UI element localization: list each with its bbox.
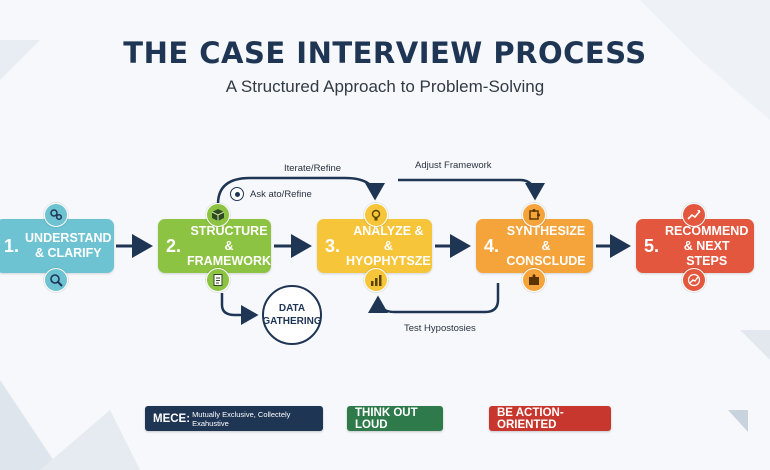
- step-structure: 2. STRUCTURE & FRAMEWORK: [158, 219, 271, 273]
- step-synthesize: 4. SYNTHESIZE & CONSCLUDE: [476, 219, 593, 273]
- step-number: 3.: [325, 235, 341, 256]
- iterate-loop: [216, 176, 385, 205]
- mece-description: Mutually Exclusive, Collectely Exahustiv…: [192, 409, 291, 428]
- gears-icon: [44, 203, 68, 227]
- document-icon: [206, 268, 230, 292]
- think-out-loud-badge: THINK OUT LOUD: [347, 406, 443, 431]
- step-understand: 1. UNDERSTAND & CLARIFY: [0, 219, 114, 273]
- data-gathering-link: [220, 293, 259, 325]
- trend-up-icon: [682, 203, 706, 227]
- step-number: 1.: [4, 235, 20, 256]
- test-label: Test Hypostosies: [404, 323, 476, 334]
- mece-badge: MECE: Mutually Exclusive, Collectely Exa…: [145, 406, 323, 431]
- iterate-label: Iterate/Refine: [284, 163, 342, 174]
- cube-icon: [206, 203, 230, 227]
- step-label: UNDERSTAND & CLARIFY: [25, 231, 112, 260]
- growth-chart-icon: [682, 268, 706, 292]
- action-oriented-badge: BE ACTION-ORIENTED: [489, 406, 611, 431]
- target-icon: [230, 187, 244, 201]
- step-number: 5.: [644, 235, 660, 256]
- step-label: RECOMMEND & NEXT STEPS: [665, 223, 749, 268]
- step-label: SYNTHESIZE & CONSCLUDE: [506, 223, 586, 268]
- ask-refine-note: Ask ato/Refine: [230, 187, 312, 201]
- magnifier-icon: [44, 268, 68, 292]
- step-recommend: 5. RECOMMEND & NEXT STEPS: [636, 219, 754, 273]
- puzzle-piece-icon: [522, 268, 546, 292]
- step-analyze: 3. ANALYZE & & HYOPHYTSZE: [317, 219, 432, 273]
- step-number: 2.: [166, 235, 182, 256]
- step-label: STRUCTURE & FRAMEWORK: [187, 223, 272, 268]
- page-title: THE CASE INTERVIEW PROCESS: [123, 36, 647, 70]
- adjust-loop: [398, 178, 545, 201]
- mece-key: MECE:: [153, 412, 191, 425]
- page-subtitle: A Structured Approach to Problem-Solving: [225, 77, 545, 96]
- lightbulb-icon: [364, 203, 388, 227]
- step-label: ANALYZE & & HYOPHYTSZE: [346, 223, 431, 268]
- data-gathering-circle: DATA GATHERING: [262, 285, 322, 345]
- step-number: 4.: [484, 235, 500, 256]
- test-loop: [368, 283, 500, 314]
- puzzle-icon: [522, 203, 546, 227]
- ask-label: Ask ato/Refine: [250, 188, 312, 200]
- adjust-label: Adjust Framework: [415, 160, 492, 171]
- bar-chart-icon: [364, 268, 388, 292]
